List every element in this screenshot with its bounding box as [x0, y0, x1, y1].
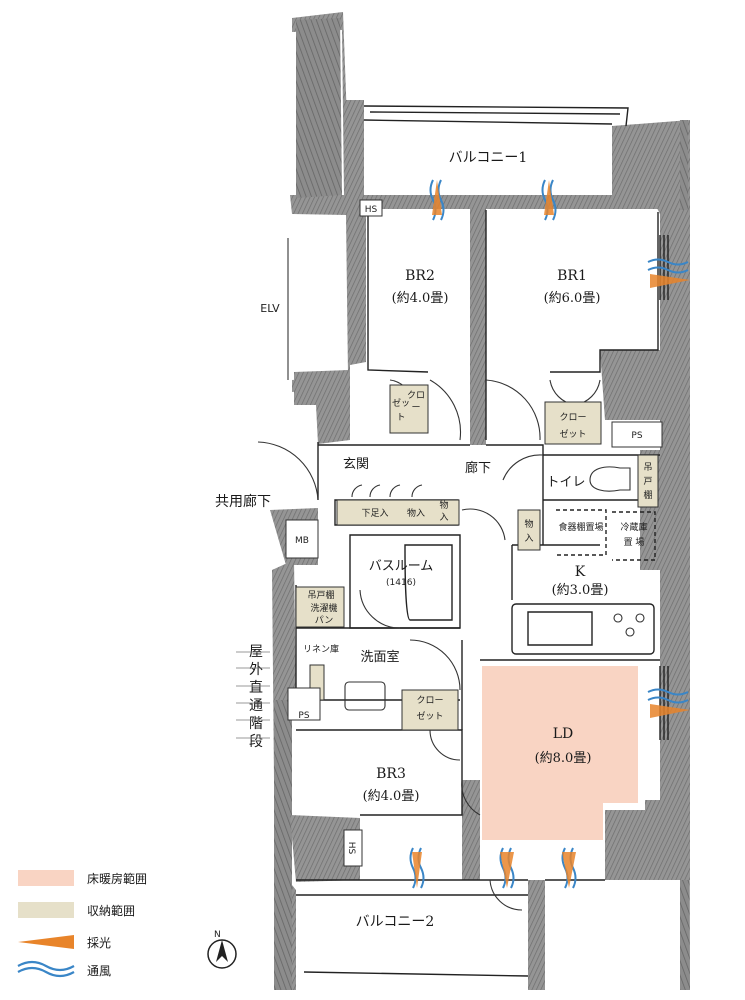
k-size: (約3.0畳) [552, 583, 609, 598]
shoe-storage [336, 499, 460, 526]
stairs-char: 通 [249, 698, 263, 714]
br3-size: (約4.0畳) [363, 789, 420, 804]
shoe-storage-text: 下足入 [361, 508, 388, 519]
hanging-toilet-text: 棚 [643, 489, 652, 501]
compass-north: N [214, 930, 221, 940]
fridge-text: 置 場 [624, 536, 645, 548]
elv-label: ELV [260, 302, 280, 315]
closet-br2-text: クロ [407, 390, 425, 401]
compass: N [207, 930, 237, 969]
balcony1-label: バルコニー1 [449, 150, 528, 166]
storage1-text: 物入 [407, 507, 425, 519]
br1-name: BR1 [557, 268, 587, 284]
room-fills [296, 125, 658, 840]
ventilation-icon [429, 179, 557, 221]
linen-text: リネン庫 [303, 643, 339, 655]
legend-floor-heating-label: 床暖房範囲 [87, 871, 147, 886]
interior-lines [287, 105, 669, 977]
ps-bottom-label: PS [298, 711, 309, 721]
storage-kitchen [517, 509, 541, 551]
closet-br3 [401, 689, 459, 731]
legend-ventilation-icon [17, 960, 75, 978]
balcony2-label: バルコニー2 [356, 914, 435, 930]
closet-br3-text: クロー [416, 695, 443, 706]
closet-br2-text: ト [396, 413, 405, 423]
hanging-wash-text: 吊戸棚 [307, 589, 334, 601]
stairs-char: 外 [249, 662, 263, 678]
room-labels: バルコニー1 BR2 (約4.0畳) BR1 (約6.0畳) ELV 玄関 廊下… [215, 150, 608, 930]
br3-name: BR3 [376, 766, 406, 782]
washer-text: 洗濯機 [310, 602, 337, 614]
storage-labels: クロ ー ゼッ ト クロー ゼット 下足入 物入 物 入 物 入 吊 戸 棚 食… [303, 390, 653, 722]
storage2-text: 入 [439, 512, 448, 523]
ld-size: (約8.0畳) [535, 751, 592, 766]
br1-size: (約6.0畳) [544, 291, 601, 306]
washbasin-icon [344, 681, 386, 711]
outdoor-stairs-label: 屋 外 直 通 階 段 [236, 644, 270, 750]
stove-burner-icon [613, 613, 623, 623]
fridge-text: 冷蔵庫 [620, 521, 647, 533]
entrance-label: 玄関 [343, 457, 369, 472]
hanging-toilet-text: 戸 [643, 476, 652, 487]
br2-name: BR2 [405, 268, 435, 284]
legend-ventilation-label: 通風 [87, 964, 111, 978]
bathroom-label: バスルーム [369, 559, 434, 574]
ps-top-label: PS [631, 431, 642, 441]
hanging-shelf-toilet [637, 454, 659, 508]
br2-size: (約4.0畳) [392, 291, 449, 306]
washer-area [295, 586, 345, 628]
corridor-label: 共用廊下 [215, 493, 271, 510]
closet-br3-text: ゼット [416, 710, 443, 722]
legend-floor-heating-swatch [18, 870, 74, 886]
fixtures [344, 466, 645, 711]
washer-text: パン [315, 615, 333, 626]
legend-storage-swatch [18, 902, 74, 918]
storage3-text: 物 [524, 518, 533, 530]
hs-bottom-label: HS [346, 842, 356, 855]
legend-daylight-icon [18, 935, 74, 949]
closet-br2-text: ー [411, 403, 420, 413]
ps-box-top [611, 421, 663, 448]
hs-box-top [359, 199, 383, 217]
legend: 床暖房範囲 収納範囲 採光 通風 [17, 870, 147, 978]
washroom-label: 洗面室 [360, 649, 399, 665]
ps-box-bottom [287, 687, 321, 721]
legend-storage-label: 収納範囲 [87, 903, 135, 918]
hs-box-bottom [343, 829, 363, 867]
toilet-label: トイレ [546, 475, 585, 490]
hallway-label: 廊下 [465, 460, 491, 476]
ld-floor-heating-area [482, 666, 638, 840]
stairs-char: 段 [249, 734, 263, 750]
bathroom-size: (1416) [386, 578, 416, 588]
stairs-char: 階 [249, 716, 263, 732]
toilet-icon [589, 466, 631, 492]
mb-box [285, 519, 319, 559]
stairs-char: 直 [249, 679, 263, 696]
legend-daylight-label: 採光 [87, 936, 111, 950]
hanging-toilet-text: 吊 [643, 462, 652, 473]
storage3-text: 入 [524, 533, 533, 544]
mb-label: MB [295, 536, 309, 546]
storage-fills [295, 384, 659, 731]
walls [270, 12, 690, 990]
daylight-icon [432, 180, 442, 215]
closet-br1-text: クロー [559, 412, 586, 423]
daylight-ventilation-markers [409, 179, 690, 889]
closet-br1-text: ゼット [559, 428, 586, 440]
closet-br2 [389, 384, 429, 434]
dish-rack-text: 食器棚置場 [558, 521, 603, 533]
storage2-text: 物 [439, 499, 448, 511]
hs-top-label: HS [365, 205, 378, 215]
ld-name: LD [553, 726, 574, 742]
closet-br2-text: ゼッ [392, 397, 410, 409]
closet-br1 [544, 401, 602, 445]
k-name: K [575, 564, 586, 580]
